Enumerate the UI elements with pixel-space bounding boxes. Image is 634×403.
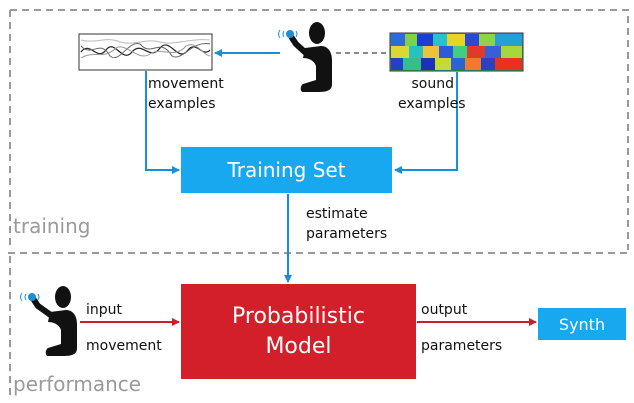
- training-region-label: training: [13, 214, 91, 238]
- person-gesture-icon: [20, 286, 77, 356]
- sound-spectrogram-icon: [389, 32, 524, 72]
- movement-label-line2: examples: [148, 96, 216, 112]
- synth-box: Synth: [538, 308, 626, 340]
- output-label-line2: parameters: [421, 338, 503, 354]
- movement-examples-label: movement examples: [148, 74, 224, 114]
- movement-label-line1: movement: [148, 76, 224, 92]
- model-label: Probabilistic Model: [232, 302, 365, 362]
- input-movement-label: input movement: [86, 292, 162, 364]
- arrow-sound-to-training-set: [394, 72, 458, 174]
- sound-examples-label: sound examples: [398, 74, 466, 114]
- output-label-line1: output: [421, 302, 468, 318]
- input-label-line2: movement: [86, 338, 162, 354]
- performance-region-label: performance: [13, 372, 142, 396]
- training-region-border: [9, 9, 629, 250]
- estimate-label-line2: parameters: [306, 226, 388, 242]
- training-set-label: Training Set: [227, 158, 346, 182]
- model-label-line1: Probabilistic: [232, 303, 365, 329]
- estimate-label-line1: estimate: [306, 206, 368, 222]
- model-label-line2: Model: [265, 333, 332, 359]
- person-gesture-icon: [278, 22, 332, 92]
- output-parameters-label: output parameters: [421, 292, 502, 364]
- input-label-line1: input: [86, 302, 123, 318]
- estimate-parameters-label: estimate parameters: [306, 204, 387, 244]
- synth-label: Synth: [558, 314, 606, 334]
- probabilistic-model-box: Probabilistic Model: [181, 284, 416, 379]
- sound-label-line2: examples: [398, 96, 466, 112]
- sound-label-line1: sound: [411, 76, 455, 92]
- movement-waveform-icon: [78, 33, 213, 71]
- arrow-movement-to-training-set: [145, 71, 180, 174]
- training-set-box: Training Set: [181, 147, 392, 193]
